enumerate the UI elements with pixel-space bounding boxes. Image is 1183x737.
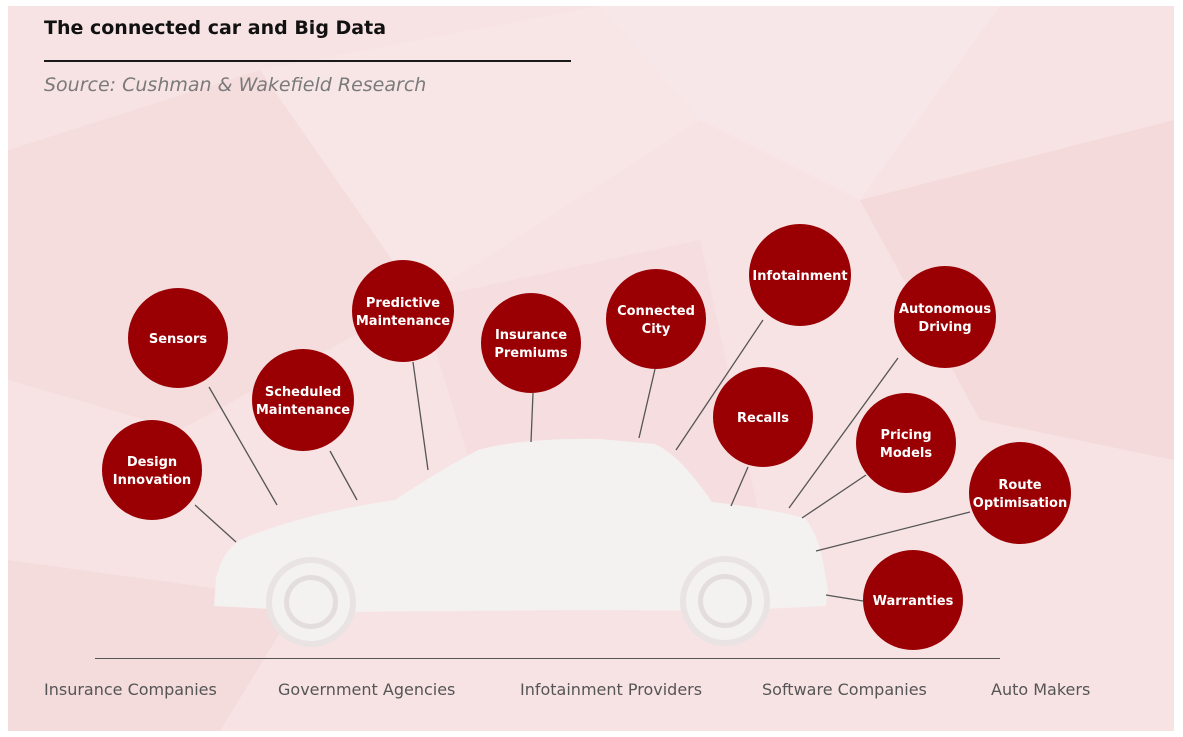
bubble-label-scheduled-maintenance-line2: Maintenance: [256, 403, 350, 418]
bubble-circle-warranties: [863, 550, 963, 650]
leader-line-insurance-premiums: [530, 392, 534, 443]
bubble-circle-sensors: [128, 288, 228, 388]
bubble-label-pricing-models-line2: Models: [880, 446, 932, 461]
bubble-label-insurance-premiums-line2: Premiums: [494, 346, 568, 361]
leader-line-design-innovation: [194, 504, 237, 543]
stakeholder-infotainment-providers: Infotainment Providers: [520, 680, 703, 699]
leader-line-predictive-maintenance: [412, 361, 429, 471]
bubble-label-pricing-models-line1: Pricing: [880, 428, 931, 443]
source-note: Source: Cushman & Wakefield Research: [44, 74, 427, 96]
bubble-circle-autonomous-driving: [894, 266, 996, 368]
bubble-label-route-optimisation-line2: Optimisation: [973, 496, 1067, 511]
bubble-label-infotainment: Infotainment: [752, 269, 847, 284]
bubble-circle-route-optimisation: [969, 442, 1071, 544]
bubble-label-recalls: Recalls: [737, 411, 789, 426]
leader-line-pricing-models: [801, 474, 867, 519]
bubble-label-insurance-premiums-line1: Insurance: [495, 328, 567, 343]
bubble-circle-connected-city: [606, 269, 706, 369]
bubble-label-sensors: Sensors: [149, 332, 208, 347]
bubble-circle-predictive-maintenance: [352, 260, 454, 362]
stakeholder-auto-makers: Auto Makers: [991, 680, 1091, 699]
leader-line-scheduled-maintenance: [329, 450, 358, 501]
bubble-label-predictive-maintenance-line1: Predictive: [366, 296, 440, 311]
bubble-label-autonomous-driving-line2: Driving: [918, 320, 971, 335]
bubble-infotainment: Infotainment: [749, 224, 851, 326]
bubble-label-connected-city-line1: Connected: [617, 304, 695, 319]
bubble-label-scheduled-maintenance-line1: Scheduled: [265, 385, 341, 400]
bubble-label-route-optimisation-line1: Route: [998, 478, 1041, 493]
car-silhouette: [214, 438, 828, 647]
bubble-circle-insurance-premiums: [481, 293, 581, 393]
bubble-warranties: Warranties: [863, 550, 963, 650]
leader-line-recalls: [730, 466, 749, 507]
stakeholder-government-agencies: Government Agencies: [278, 680, 456, 699]
bubble-circle-infotainment: [749, 224, 851, 326]
leader-line-infotainment: [675, 319, 764, 451]
bubble-label-design-innovation-line2: Innovation: [113, 473, 191, 488]
bubble-label-connected-city-line2: City: [642, 322, 671, 337]
leader-line-route-optimisation: [815, 511, 971, 552]
leader-line-connected-city: [638, 368, 656, 439]
bubble-label-autonomous-driving-line1: Autonomous: [899, 302, 991, 317]
bubble-label-predictive-maintenance-line2: Maintenance: [356, 314, 450, 329]
data-use-bubbles: DesignInnovationSensorsScheduledMaintena…: [102, 224, 1071, 650]
diagram-title: The connected car and Big Data: [44, 17, 387, 39]
bubble-circle-pricing-models: [856, 393, 956, 493]
bubble-circle-design-innovation: [102, 420, 202, 520]
leader-line-autonomous-driving: [788, 357, 899, 509]
bubble-label-warranties: Warranties: [873, 594, 954, 609]
title-underline: [44, 60, 571, 62]
bubble-sensors: Sensors: [128, 288, 228, 388]
stakeholder-insurance-companies: Insurance Companies: [44, 680, 217, 699]
stakeholder-divider: [95, 658, 1000, 659]
bubble-label-design-innovation-line1: Design: [127, 455, 177, 470]
stakeholder-software-companies: Software Companies: [762, 680, 927, 699]
bubble-recalls: Recalls: [713, 367, 813, 467]
bubble-circle-recalls: [713, 367, 813, 467]
leader-lines: [194, 319, 971, 602]
leader-line-warranties: [825, 594, 864, 602]
bubble-circle-scheduled-maintenance: [252, 349, 354, 451]
leader-line-sensors: [208, 386, 278, 506]
